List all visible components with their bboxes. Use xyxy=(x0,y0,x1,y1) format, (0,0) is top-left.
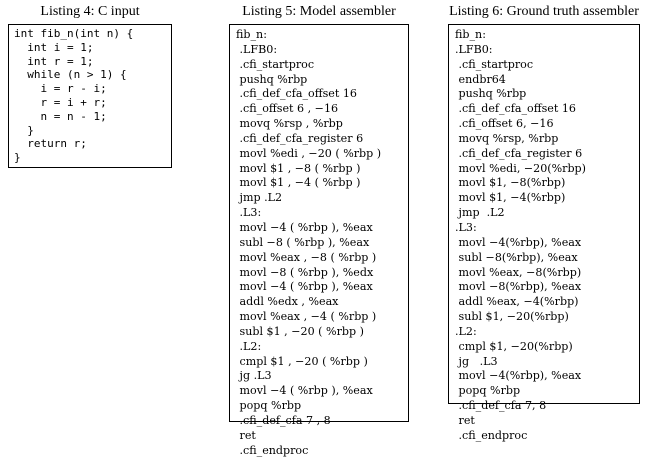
code-line: .L3: xyxy=(236,206,262,220)
code-line: .cfi_def_cfa_offset 16 xyxy=(455,102,576,116)
code-line: .cfi_def_cfa 7 , 8 xyxy=(236,413,331,427)
code-line: movl %edi, −20(%rbp) xyxy=(455,161,586,175)
listing-ground-truth-assembler: Listing 6: Ground truth assembler fib_n:… xyxy=(448,0,640,442)
code-line: fib_n: xyxy=(455,28,486,41)
code-line: .cfi_startproc xyxy=(236,57,315,71)
code-line: .cfi_offset 6, −16 xyxy=(455,117,554,131)
code-line: movl %edi , −20 ( %rbp ) xyxy=(236,146,382,160)
code-line: i = r - i; xyxy=(14,82,107,96)
code-line: addl %edx , %eax xyxy=(236,295,339,309)
code-line: cmpl $1 , −20 ( %rbp ) xyxy=(236,354,368,368)
code-line: subl $1 , −20 ( %rbp ) xyxy=(236,324,364,338)
code-line: movl −4 ( %rbp ), %eax xyxy=(236,220,373,234)
code-line: ret xyxy=(455,413,475,427)
listing-caption: Listing 5: Model assembler xyxy=(242,4,396,19)
code-line: r = i + r; xyxy=(14,95,107,109)
code-line: .LFB0: xyxy=(236,42,278,56)
code-box: fib_n:.LFB0: .cfi_startproc endbr64 push… xyxy=(448,24,640,442)
code-line: .L2: xyxy=(455,324,477,338)
listing-model-assembler: Listing 5: Model assembler fib_n: .LFB0:… xyxy=(229,0,409,457)
code-line: .cfi_endproc xyxy=(455,428,528,442)
code-line: movl $1 , −4 ( %rbp ) xyxy=(236,176,361,190)
code-line: .cfi_offset 6 , −16 xyxy=(236,102,339,116)
code-line: movl $1, −8(%rbp) xyxy=(455,176,566,190)
code-line: endbr64 xyxy=(455,72,506,86)
code-line: int i = 1; xyxy=(14,40,94,54)
code-line: } xyxy=(14,151,21,165)
code-line: movq %rsp, %rbp xyxy=(455,131,559,145)
code-line: jmp .L2 xyxy=(455,206,505,220)
code-line: movl −8(%rbp), %eax xyxy=(455,280,582,294)
code-line: .cfi_startproc xyxy=(455,57,534,71)
code-line: return r; xyxy=(14,137,87,151)
code-box: fib_n: .LFB0: .cfi_startproc pushq %rbp … xyxy=(229,24,409,457)
code-line: .cfi_def_cfa_register 6 xyxy=(236,131,364,145)
code-line: cmpl $1, −20(%rbp) xyxy=(455,339,573,353)
code-line: int fib_n(int n) { xyxy=(14,27,134,40)
listing-c-input: Listing 4: C input int fib_n(int n) { in… xyxy=(8,0,172,168)
code-line: movq %rsp , %rbp xyxy=(236,117,343,131)
code-line: subl −8(%rbp), %eax xyxy=(455,250,578,264)
code-line: .L3: xyxy=(455,220,477,234)
code-line: } xyxy=(14,123,34,137)
code-line: pushq %rbp xyxy=(236,72,308,86)
code-line: .L2: xyxy=(236,339,262,353)
code-line: jg .L3 xyxy=(236,369,272,383)
code-line: .cfi_def_cfa_register 6 xyxy=(455,146,583,160)
code-line: movl −4(%rbp), %eax xyxy=(455,235,582,249)
code-line: .cfi_endproc xyxy=(236,443,309,457)
code-line: movl −8 ( %rbp ), %edx xyxy=(236,265,374,279)
code-line: n = n - 1; xyxy=(14,109,107,123)
code-line: subl −8 ( %rbp ), %eax xyxy=(236,235,370,249)
code-line: movl −4 ( %rbp ), %eax xyxy=(236,280,373,294)
code-line: popq %rbp xyxy=(455,384,521,398)
code-line: movl %eax , −4 ( %rbp ) xyxy=(236,310,377,324)
code-line: movl $1, −4(%rbp) xyxy=(455,191,566,205)
code-line: int r = 1; xyxy=(14,54,94,68)
listing-caption: Listing 4: C input xyxy=(40,4,140,19)
code-line: .cfi_def_cfa 7, 8 xyxy=(455,399,547,413)
code-box: int fib_n(int n) { int i = 1; int r = 1;… xyxy=(8,24,172,168)
code-line: movl −4(%rbp), %eax xyxy=(455,369,582,383)
code-line: ret xyxy=(236,428,256,442)
code-line: movl %eax, −8(%rbp) xyxy=(455,265,582,279)
code-line: .LFB0: xyxy=(455,42,493,56)
code-line: .cfi_def_cfa_offset 16 xyxy=(236,87,357,101)
code-line: popq %rbp xyxy=(236,399,302,413)
code-line: jg .L3 xyxy=(455,354,498,368)
code-line: jmp .L2 xyxy=(236,191,283,205)
code-line: addl %eax, −4(%rbp) xyxy=(455,295,579,309)
code-line: movl %eax , −8 ( %rbp ) xyxy=(236,250,377,264)
code-line: pushq %rbp xyxy=(455,87,527,101)
code-line: while (n > 1) { xyxy=(14,68,127,82)
code-line: movl $1 , −8 ( %rbp ) xyxy=(236,161,361,175)
code-line: fib_n: xyxy=(236,28,267,41)
code-line: movl −4 ( %rbp ), %eax xyxy=(236,384,373,398)
listing-caption: Listing 6: Ground truth assembler xyxy=(449,4,639,19)
code-line: subl $1, −20(%rbp) xyxy=(455,310,569,324)
